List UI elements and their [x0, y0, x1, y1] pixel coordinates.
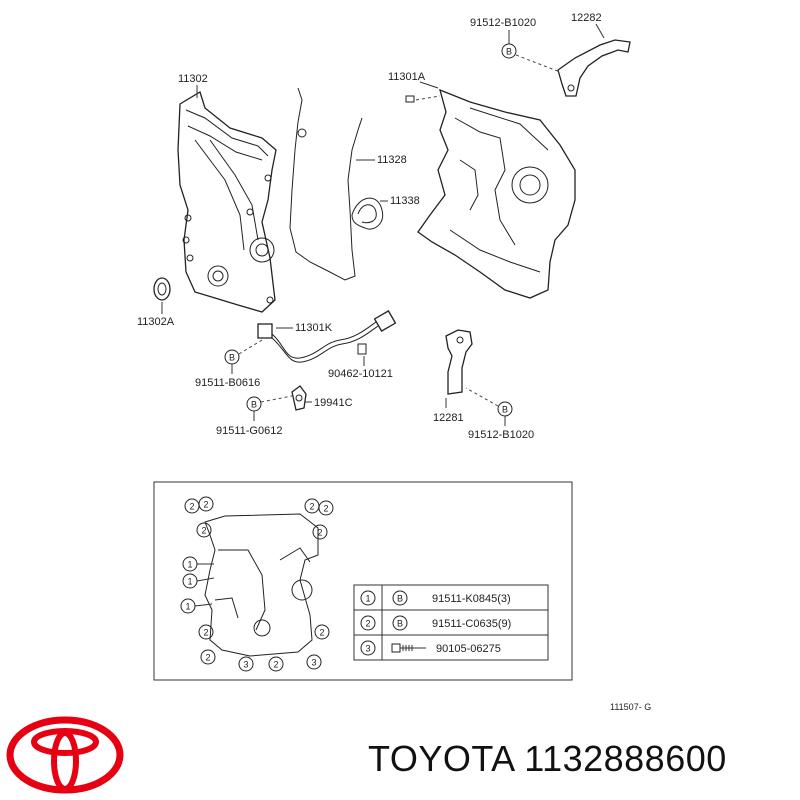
- label-91512-bottom: 91512-B1020: [468, 429, 534, 441]
- bracket-12282: [557, 39, 631, 97]
- bolt-legend-table: 1 B 91511-K0845(3) 2 B 91511-C0635(9) 3 …: [353, 584, 549, 661]
- callout-3: 3: [306, 654, 322, 670]
- svg-text:1: 1: [187, 560, 192, 570]
- label-12282: 12282: [571, 12, 602, 24]
- brand-name: TOYOTA: [368, 738, 514, 779]
- callout-2: 2: [268, 656, 284, 672]
- callout-2: 2: [314, 624, 330, 640]
- svg-text:2: 2: [203, 628, 208, 638]
- svg-text:B: B: [506, 47, 512, 57]
- svg-text:B: B: [251, 400, 257, 410]
- diagram-code: 111507- G: [610, 702, 651, 712]
- stud-bolt-icon: [391, 643, 414, 653]
- bolt-icon: B: [497, 401, 513, 417]
- label-90462: 90462-10121: [328, 368, 393, 380]
- callout-1: 1: [182, 556, 198, 572]
- bracket-12281: [445, 329, 473, 395]
- svg-text:2: 2: [309, 502, 314, 512]
- label-11301a: 11301A: [388, 71, 426, 83]
- cover-gasket: [289, 87, 384, 281]
- legend-row-3-part: 90105-06275: [436, 643, 501, 655]
- callout-3: 3: [238, 656, 254, 672]
- callout-1: 1: [182, 573, 198, 589]
- toyota-logo-icon: [6, 716, 124, 794]
- part-number: 1132888600: [524, 738, 727, 779]
- legend-row-2-part: 91511-C0635(9): [432, 618, 511, 630]
- legend-row-3-num: 3: [365, 644, 370, 654]
- label-11338: 11338: [390, 195, 420, 207]
- callout-2: 2: [198, 496, 214, 512]
- svg-text:2: 2: [317, 528, 322, 538]
- svg-text:3: 3: [243, 660, 248, 670]
- legend-row-1-marker: B: [397, 594, 403, 604]
- svg-text:2: 2: [273, 660, 278, 670]
- svg-text:3: 3: [311, 658, 316, 668]
- callout-2: 2: [318, 500, 334, 516]
- callout-2: 2: [304, 498, 320, 514]
- callout-2: 2: [200, 649, 216, 665]
- bolt-icon: B: [501, 43, 517, 59]
- clamp-19941c: [291, 385, 307, 411]
- legend-row-1-part: 91511-K0845(3): [432, 593, 511, 605]
- label-11302: 11302: [178, 73, 208, 85]
- label-91511-b0616: 91511-B0616: [195, 377, 260, 389]
- svg-text:B: B: [502, 405, 508, 415]
- svg-text:2: 2: [201, 526, 206, 536]
- legend-row-2-num: 2: [365, 619, 370, 629]
- svg-text:1: 1: [185, 602, 190, 612]
- bolt-layout-box: [153, 481, 573, 681]
- label-11301k: 11301K: [295, 322, 333, 334]
- bolt-icon: B: [246, 396, 262, 412]
- label-19941c: 19941C: [314, 397, 353, 409]
- svg-text:2: 2: [323, 504, 328, 514]
- brand-caption: TOYOTA 1132888600: [368, 738, 727, 780]
- callout-2: 2: [198, 624, 214, 640]
- callout-2: 2: [184, 498, 200, 514]
- oil-seal: [153, 277, 171, 301]
- label-11328: 11328: [377, 154, 407, 166]
- label-91512-top: 91512-B1020: [470, 17, 536, 29]
- engine-block: [417, 88, 576, 299]
- svg-text:2: 2: [189, 502, 194, 512]
- svg-text:B: B: [229, 353, 235, 363]
- label-91511-g0612: 91511-G0612: [216, 425, 282, 437]
- sensor-11301k: [257, 310, 397, 363]
- svg-text:2: 2: [203, 500, 208, 510]
- svg-text:2: 2: [319, 628, 324, 638]
- cover-outline: [204, 513, 319, 657]
- legend-row-1-num: 1: [365, 594, 370, 604]
- timing-cover: [177, 91, 277, 313]
- callout-2: 2: [312, 524, 328, 540]
- bolt-icon: B: [224, 349, 240, 365]
- label-12281: 12281: [433, 412, 464, 424]
- callout-1: 1: [180, 598, 196, 614]
- svg-text:2: 2: [205, 653, 210, 663]
- callout-2: 2: [196, 522, 212, 538]
- svg-text:1: 1: [187, 577, 192, 587]
- label-11302a: 11302A: [137, 316, 175, 328]
- legend-row-2-marker: B: [397, 619, 403, 629]
